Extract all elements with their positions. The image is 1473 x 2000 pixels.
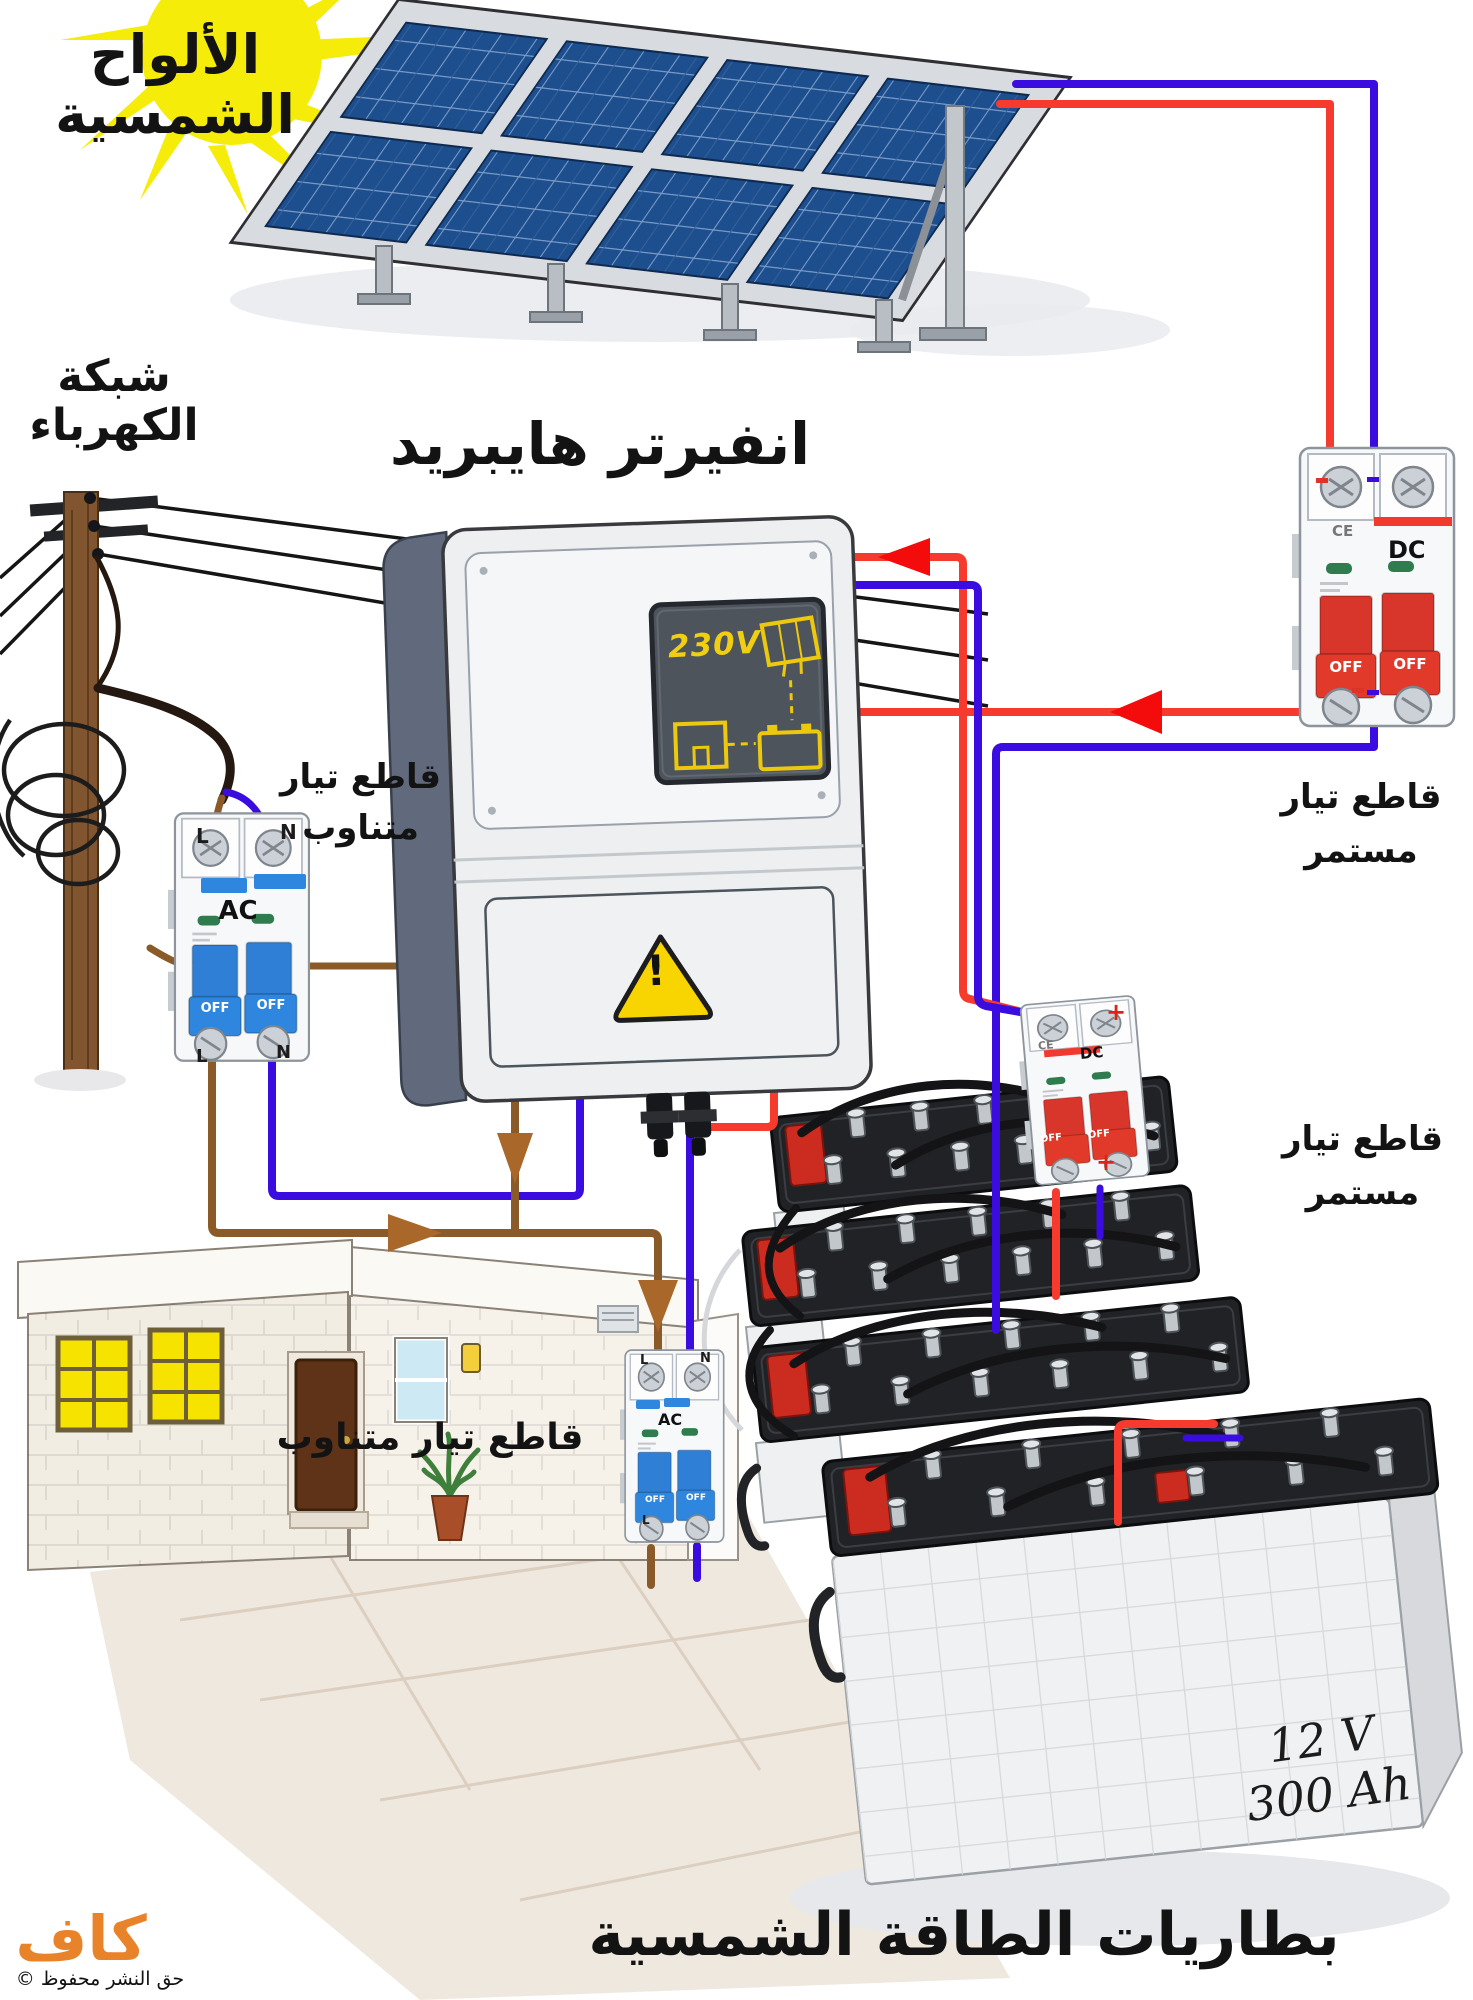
ac-breaker-house-off-2: OFF [686,1493,706,1503]
ac-breaker-house-off-1: OFF [645,1495,665,1505]
copyright-text: حق النشر محفوظ © [15,1968,185,1990]
flow-arrow-left-1 [1110,690,1162,734]
house-illustration [17,1238,1010,2000]
house-window-middle [147,1327,225,1425]
dc-breaker-battery-label: قاطع تيار مستمر [1255,1112,1470,1221]
battery-link-cable [764,1204,804,1320]
display-voltage: 230V [667,624,762,666]
battery-front-red-cable [1114,1420,1218,1526]
dc-breaker-battery [1013,994,1151,1188]
solar-panels-label: الألواح الشمسية [5,23,345,147]
dc-breaker-battery-plus-bottom: + [1096,1148,1117,1176]
battery-sense-wire [701,1248,744,1432]
dc-breaker-to-battery-blue [992,718,1378,1334]
ac-breaker-grid-label-line1: قاطع تيار [279,757,442,797]
pv-array [228,0,1073,353]
wall-lamp-icon [461,1343,481,1373]
batteries-title: بطاريات الطاقة الشمسية [588,1900,1340,1970]
house-door [294,1358,358,1512]
display-icons [672,615,823,772]
flow-arrow-down-1 [638,1280,678,1332]
dc-breaker-pv-label-line2: مستمر [1304,831,1418,872]
ac-breaker-grid-label-line2: متناوب [302,808,419,848]
solar-panels-label-line2: الشمسية [55,83,295,147]
ac-breaker-grid-l-top: L [196,824,209,848]
dc-breaker-battery-label-line1: قاطع تيار [1281,1119,1444,1159]
hybrid-inverter [382,515,873,1158]
battery-4 [808,1397,1463,1886]
house-window-left [55,1335,133,1433]
dc-breaker-battery-dc: DC [1079,1043,1105,1063]
inverter-output-connectors [640,1091,717,1158]
flow-arrow-left-2 [878,538,930,576]
ac-breaker-grid-off-1: OFF [200,1001,230,1016]
dc-breaker-pv-ce: CE [1332,522,1354,540]
battery-breaker-to-inverter-blue [841,581,1104,1030]
dc-breaker-pv [1290,446,1456,728]
dc-breaker-pv-dc: DC [1388,536,1426,564]
pv-negative-wire [1012,80,1378,456]
house-window-blue [392,1335,450,1425]
battery-breaker-to-inverter-red [841,553,1050,1022]
ac-breaker-house-label: قاطع تيار متناوب [276,1417,584,1458]
dc-breaker-battery-ce: CE [1037,1038,1055,1053]
dc-breaker-battery-label-line2: مستمر [1305,1173,1420,1214]
ac-breaker-grid-label: قاطع تيار متناوب [258,752,463,854]
ac-breaker-grid-off-2: OFF [256,998,286,1013]
ac-breaker-house-l-bottom: L [642,1513,650,1527]
dc-breaker-pv-label: قاطع تيار مستمر [1255,770,1467,879]
ac-breaker-grid-l-bottom: L [196,1046,208,1067]
battery-link-cable [745,1326,798,1440]
ac-breaker-grid-n-top: N [280,820,297,844]
battery-bank [701,1075,1463,1886]
flow-arrow-right [388,1214,442,1252]
dc-breaker-pv-off-1: OFF [1329,658,1363,676]
flow-arrows [388,538,1162,1332]
inverter-display [648,596,832,786]
warning-triangle-icon [613,934,713,1023]
solar-panels-label-line1: الألواح [89,23,261,86]
array-legs [357,105,987,353]
dc-breaker-pv-label-line1: قاطع تيار [1280,777,1442,817]
grid-label-line2: الكهرباء [29,400,199,452]
ac-breaker-grid-n-bottom: N [276,1042,292,1063]
utility-pole [0,491,989,1091]
ac-breaker-house-ac: AC [657,1410,683,1429]
flow-arrow-down-2 [497,1133,533,1184]
ac-breaker-house-n-top: N [700,1351,711,1366]
kaf-logo: كاف [15,1902,147,1975]
ac-breaker-house-l-top: L [640,1353,649,1368]
ac-breaker-house [618,1349,725,1543]
potted-plant-icon [417,1431,481,1541]
dc-breaker-battery-plus-top: + [1106,998,1127,1026]
array-shadow-right [850,304,1170,356]
warning-exclamation: ! [645,945,667,996]
pv-positive-wire [996,100,1334,456]
ac-breaker-grid [166,812,311,1063]
inverter-title: انفيرتر هايبريد [389,410,811,478]
ac-breaker-grid-ac: AC [218,896,258,926]
dc-breaker-pv-off-2: OFF [1393,655,1427,673]
grid-label-line1: شبكة [57,351,171,402]
grid-label: شبكة الكهرباء [0,352,228,451]
ac-breaker-to-inverter-neutral [268,1040,584,1200]
